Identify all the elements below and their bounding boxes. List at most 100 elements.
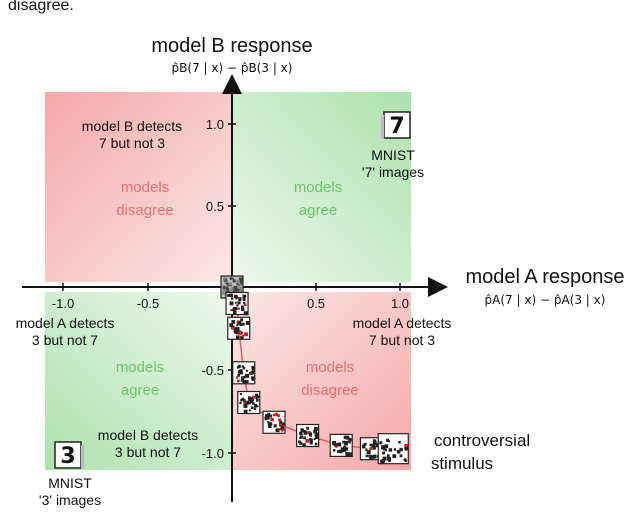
thumbnail-pixel — [300, 435, 304, 439]
stimulus-thumbnail — [262, 410, 286, 434]
thumbnail-pixel — [337, 442, 342, 447]
thumbnail-pixel — [314, 435, 319, 440]
thumbnail-pixel — [279, 420, 283, 424]
thumbnail-pixel — [226, 290, 230, 294]
thumbnail-pixel — [251, 365, 255, 369]
mnist-7-label-2: '7' images — [362, 164, 424, 180]
thumbnail-pixel — [250, 370, 255, 375]
thumbnail-pixel — [365, 454, 369, 458]
thumbnail-pixel — [393, 448, 397, 451]
thumbnail-pixel — [243, 294, 247, 298]
thumbnail-pixel — [229, 277, 233, 280]
x-tick-label: 0.5 — [307, 296, 325, 311]
thumbnail-pixel — [233, 285, 237, 289]
thumbnail-pixel — [363, 443, 366, 446]
model-b-7-desc-2: 7 but not 3 — [99, 135, 165, 151]
thumbnail-pixel — [238, 279, 243, 283]
thumbnail-pixel — [241, 365, 245, 368]
thumbnail-pixel — [245, 400, 250, 405]
x-tick-label: 1.0 — [391, 296, 409, 311]
thumbnail-pixel — [387, 454, 390, 457]
x-tick-label: -1.0 — [52, 296, 74, 311]
thumbnail-pixel — [239, 323, 243, 327]
stimulus-thumbnail — [232, 361, 256, 385]
thumbnail-pixel — [335, 445, 338, 448]
thumbnail-pixel — [404, 443, 409, 448]
thumbnail-pixel — [345, 453, 349, 457]
thumbnail-pixel — [241, 334, 245, 338]
thumbnail-pixel — [234, 288, 238, 292]
y-axis-formula: p̂B(7 | x) − p̂B(3 | x) — [172, 61, 293, 75]
thumbnail-pixel — [303, 430, 307, 434]
thumbnail-pixel — [275, 428, 280, 433]
bottom-right-label-1: models — [306, 359, 354, 376]
thumbnail-pixel — [249, 399, 254, 404]
thumbnail-pixel — [379, 441, 383, 445]
bottom-right-label-2: disagree — [301, 382, 359, 399]
thumbnail-pixel — [245, 373, 250, 378]
thumbnail-pixel — [237, 307, 241, 310]
thumbnail-pixel — [226, 283, 229, 286]
thumbnail-pixel — [251, 367, 255, 371]
thumbnail-pixel — [238, 321, 242, 325]
thumbnail-pixel — [238, 331, 242, 335]
controversial-label-1: controversial — [434, 431, 530, 450]
thumbnail-pixel — [245, 320, 250, 325]
header-fragment: disagree. — [8, 0, 74, 14]
thumbnail-pixel — [238, 298, 242, 301]
thumbnail-pixel — [236, 288, 240, 292]
thumbnail-pixel — [305, 439, 310, 443]
thumbnail-pixel — [375, 443, 380, 447]
thumbnail-pixel — [404, 446, 408, 451]
thumbnail-pixel — [314, 442, 318, 446]
thumbnail-pixel — [240, 379, 243, 382]
thumbnail-pixel — [382, 446, 387, 451]
trajectory-line — [231, 286, 394, 450]
thumbnail-pixel — [243, 409, 248, 414]
mnist-7-digit: 7 — [389, 114, 404, 139]
thumbnail-pixel — [265, 414, 268, 417]
bottom-left-label-2: agree — [121, 382, 159, 399]
thumbnail-pixel — [233, 327, 238, 331]
thumbnail-pixel — [380, 459, 384, 464]
thumbnail-pixel — [274, 412, 278, 417]
thumbnail-pixel — [232, 277, 235, 281]
thumbnail-pixel — [396, 449, 401, 454]
stimulus-thumbnail — [377, 433, 409, 465]
thumbnail-pixel — [365, 448, 368, 451]
thumbnail-pixel — [340, 447, 345, 451]
y-tick-label: 1.0 — [206, 117, 224, 132]
thumbnail-pixel — [386, 438, 390, 442]
thumbnail-pixel — [238, 289, 243, 294]
thumbnail-pixel — [342, 440, 345, 444]
thumbnail-pixel — [342, 449, 345, 452]
thumbnail-pixel — [250, 376, 255, 380]
thumbnail-pixel — [235, 327, 240, 331]
thumbnail-pixel — [239, 401, 242, 405]
thumbnail-pixel — [230, 289, 234, 293]
stimulus-thumbnail — [359, 437, 384, 461]
thumbnail-pixel — [233, 329, 238, 334]
model-a-7-desc-2: 7 but not 3 — [369, 332, 435, 348]
model-a-7-desc-1: model A detects — [353, 315, 452, 331]
thumbnail-pixel — [314, 427, 318, 431]
thumbnail-pixel — [229, 323, 234, 328]
mnist-3-label-2: '3' images — [39, 492, 101, 508]
thumbnail-pixel — [372, 446, 376, 450]
thumbnail-pixel — [298, 440, 301, 444]
x-axis-title: model A response — [466, 266, 625, 288]
thumbnail-pixel — [372, 454, 377, 459]
stimulus-thumbnail — [225, 291, 249, 316]
thumbnail-pixel — [231, 320, 236, 324]
thumbnail-pixel — [244, 332, 248, 337]
thumbnail-pixel — [238, 277, 243, 282]
thumbnail-pixel — [268, 422, 273, 426]
mnist-7-thumbnail-shadow — [381, 115, 384, 139]
thumbnail-pixel — [265, 415, 270, 420]
y-tick-label: -1.0 — [202, 446, 224, 461]
thumbnail-pixel — [339, 449, 343, 454]
thumbnail-pixel — [237, 364, 241, 368]
thumbnail-pixel — [373, 440, 377, 444]
stimulus-thumbnail — [227, 316, 251, 340]
thumbnail-pixel — [278, 423, 283, 427]
